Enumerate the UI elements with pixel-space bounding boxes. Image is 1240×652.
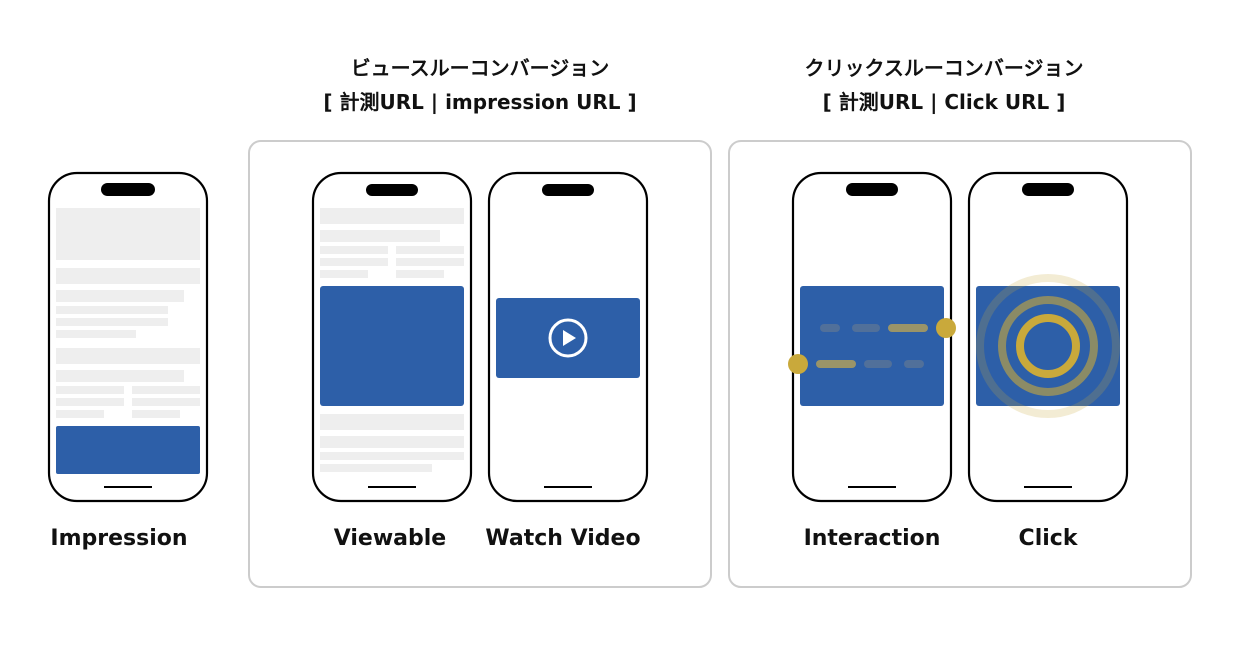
label-viewable: Viewable (334, 526, 446, 551)
play-icon (548, 318, 588, 358)
phone-notch (1022, 183, 1074, 196)
clickthrough-title: クリックスルーコンバージョン (805, 56, 1084, 80)
ad-banner (800, 286, 944, 406)
clickthrough-subtitle: [ 計測URL | Click URL ] (823, 90, 1066, 114)
phone-watch-video (487, 171, 649, 503)
label-interaction: Interaction (804, 526, 941, 551)
placeholder-content (320, 208, 464, 472)
phone-notch (542, 184, 594, 196)
phone-click (967, 171, 1129, 503)
phone-viewable (311, 171, 473, 503)
phone-notch (846, 183, 898, 196)
phone-interaction (788, 171, 956, 503)
label-impression: Impression (50, 526, 187, 551)
phone-notch (366, 184, 418, 196)
ad-banner (56, 426, 200, 474)
clickthrough-panel (728, 140, 1192, 588)
placeholder-content (56, 208, 200, 418)
label-click: Click (1019, 526, 1079, 551)
phone-notch (101, 183, 155, 196)
viewthrough-subtitle: [ 計測URL | impression URL ] (323, 90, 636, 114)
ad-banner (320, 286, 464, 406)
tap-ripple-icon (976, 274, 1120, 418)
label-watch-video: Watch Video (485, 526, 640, 551)
phone-impression (47, 171, 209, 503)
swipe-gesture-icon (788, 318, 956, 374)
viewthrough-title: ビュースルーコンバージョン (351, 56, 610, 80)
viewthrough-panel (248, 140, 712, 588)
